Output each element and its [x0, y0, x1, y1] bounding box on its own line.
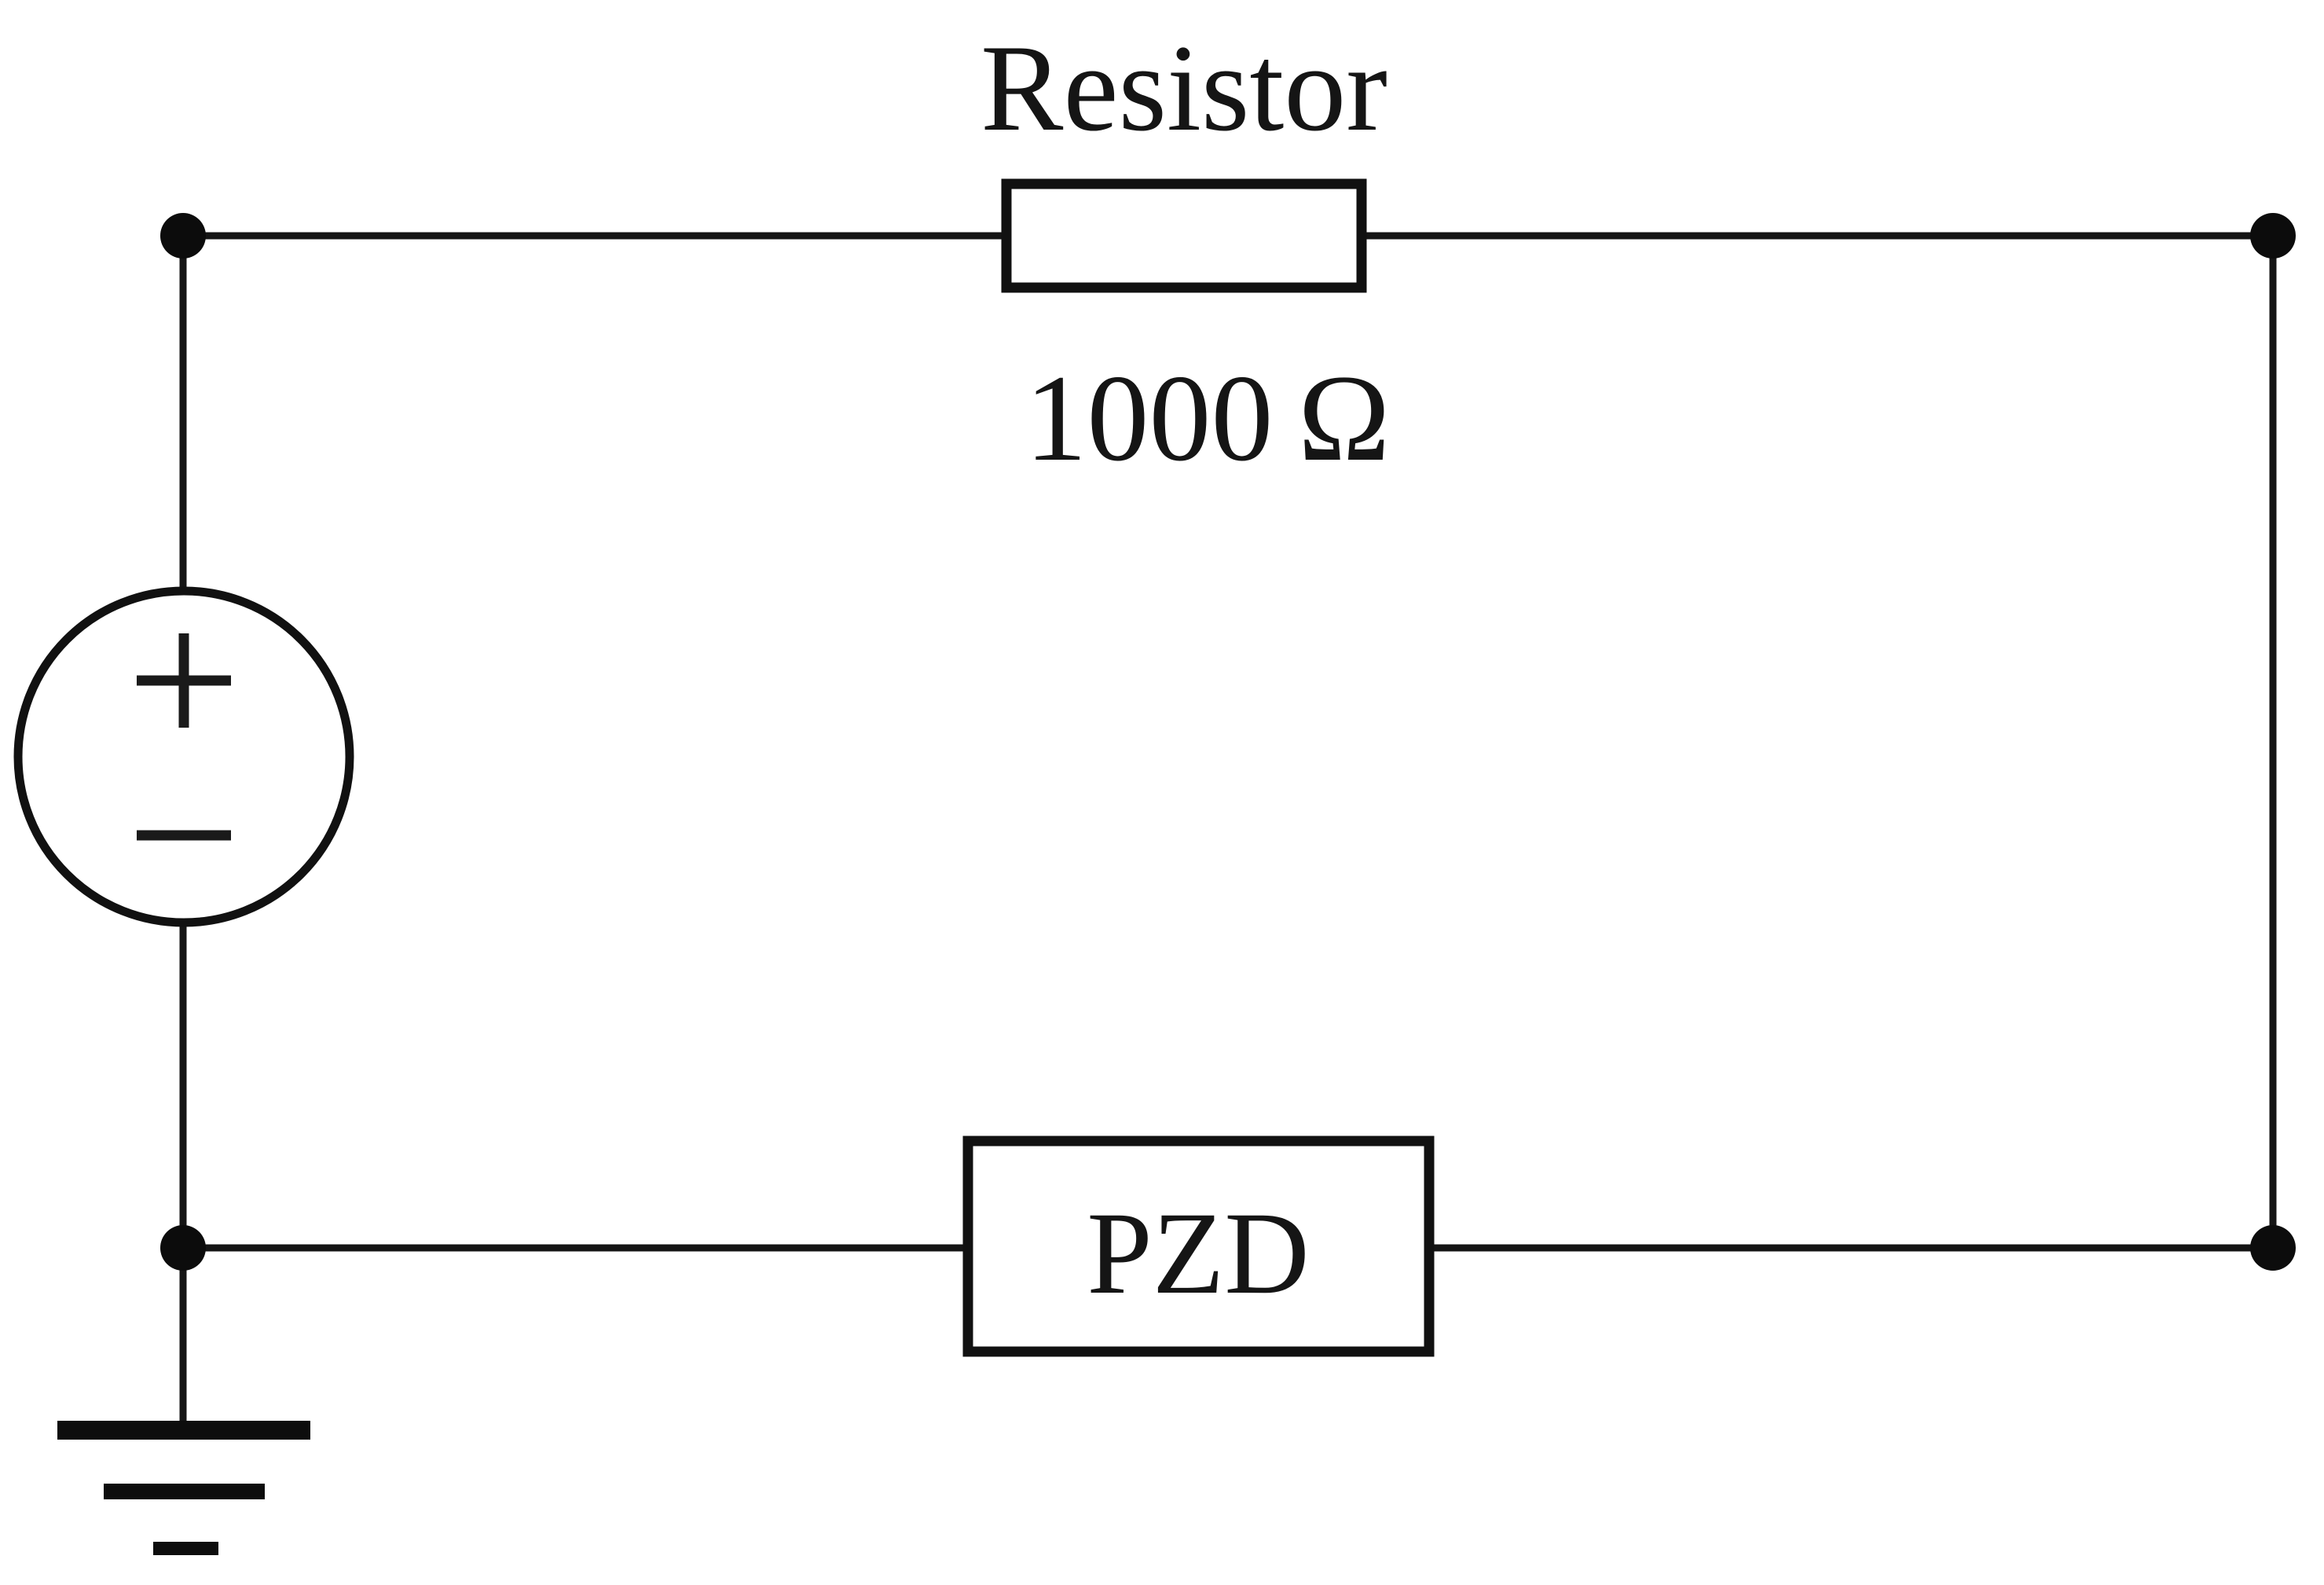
node-bottom-right[interactable] — [2250, 1225, 2296, 1271]
resistor-name-label: Resistor — [981, 20, 1387, 157]
resistor-value-label: 1000 Ω — [1025, 350, 1390, 487]
node-top-right[interactable] — [2250, 213, 2296, 259]
node-bottom-left[interactable] — [160, 1225, 206, 1271]
ground-bar-1 — [57, 1421, 310, 1440]
ground-bar-2 — [104, 1484, 265, 1499]
node-top-left[interactable] — [160, 213, 206, 259]
resistor-body[interactable] — [1001, 178, 1367, 293]
ground-bar-3 — [153, 1542, 218, 1555]
pzd-body[interactable] — [962, 1136, 1435, 1357]
pzd-label: PZD — [1087, 1188, 1309, 1319]
voltage-source-circle[interactable] — [13, 586, 354, 927]
